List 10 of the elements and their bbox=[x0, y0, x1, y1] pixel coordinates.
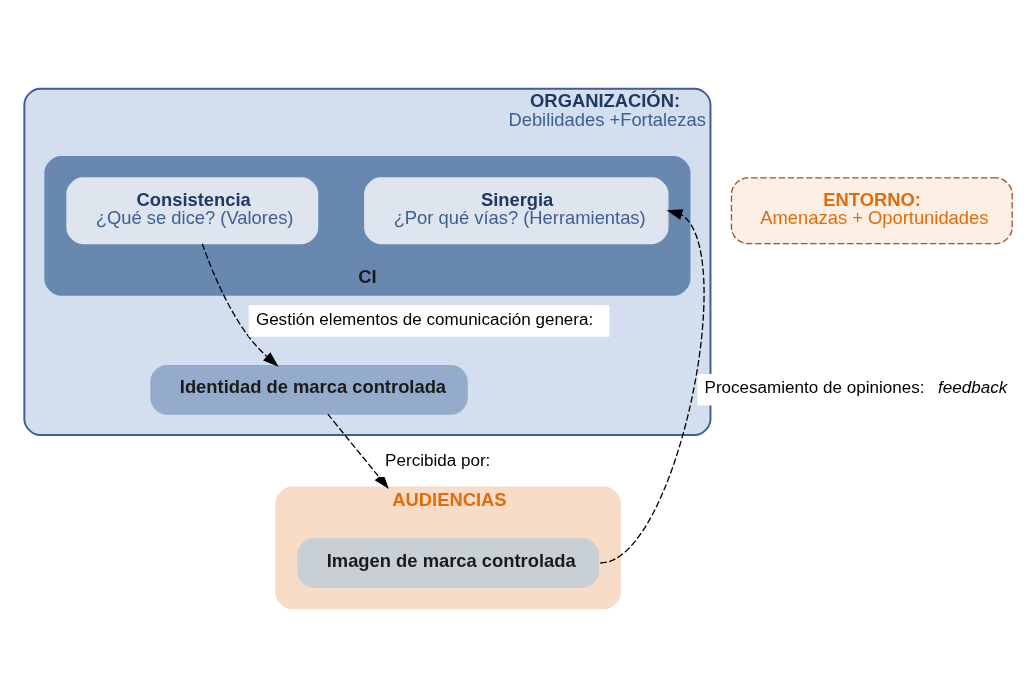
edge-label: Percibida por: bbox=[385, 450, 491, 470]
node-box: Consistencia ¿Qué se dice? (Valores) bbox=[66, 177, 319, 245]
node-box: Imagen de marca controlada bbox=[297, 538, 599, 588]
arrow bbox=[201, 243, 279, 367]
edge-label: Gestión elementos de comunicación genera: bbox=[255, 310, 594, 330]
node-box: ENTORNO: Amenazas + Oportunidades bbox=[730, 177, 1013, 245]
node-box: Identidad de marca controlada bbox=[150, 364, 468, 415]
arrow bbox=[599, 209, 705, 564]
arrow bbox=[327, 413, 389, 490]
node-box: Sinergia ¿Por qué vías? (Herramientas) bbox=[364, 177, 669, 245]
